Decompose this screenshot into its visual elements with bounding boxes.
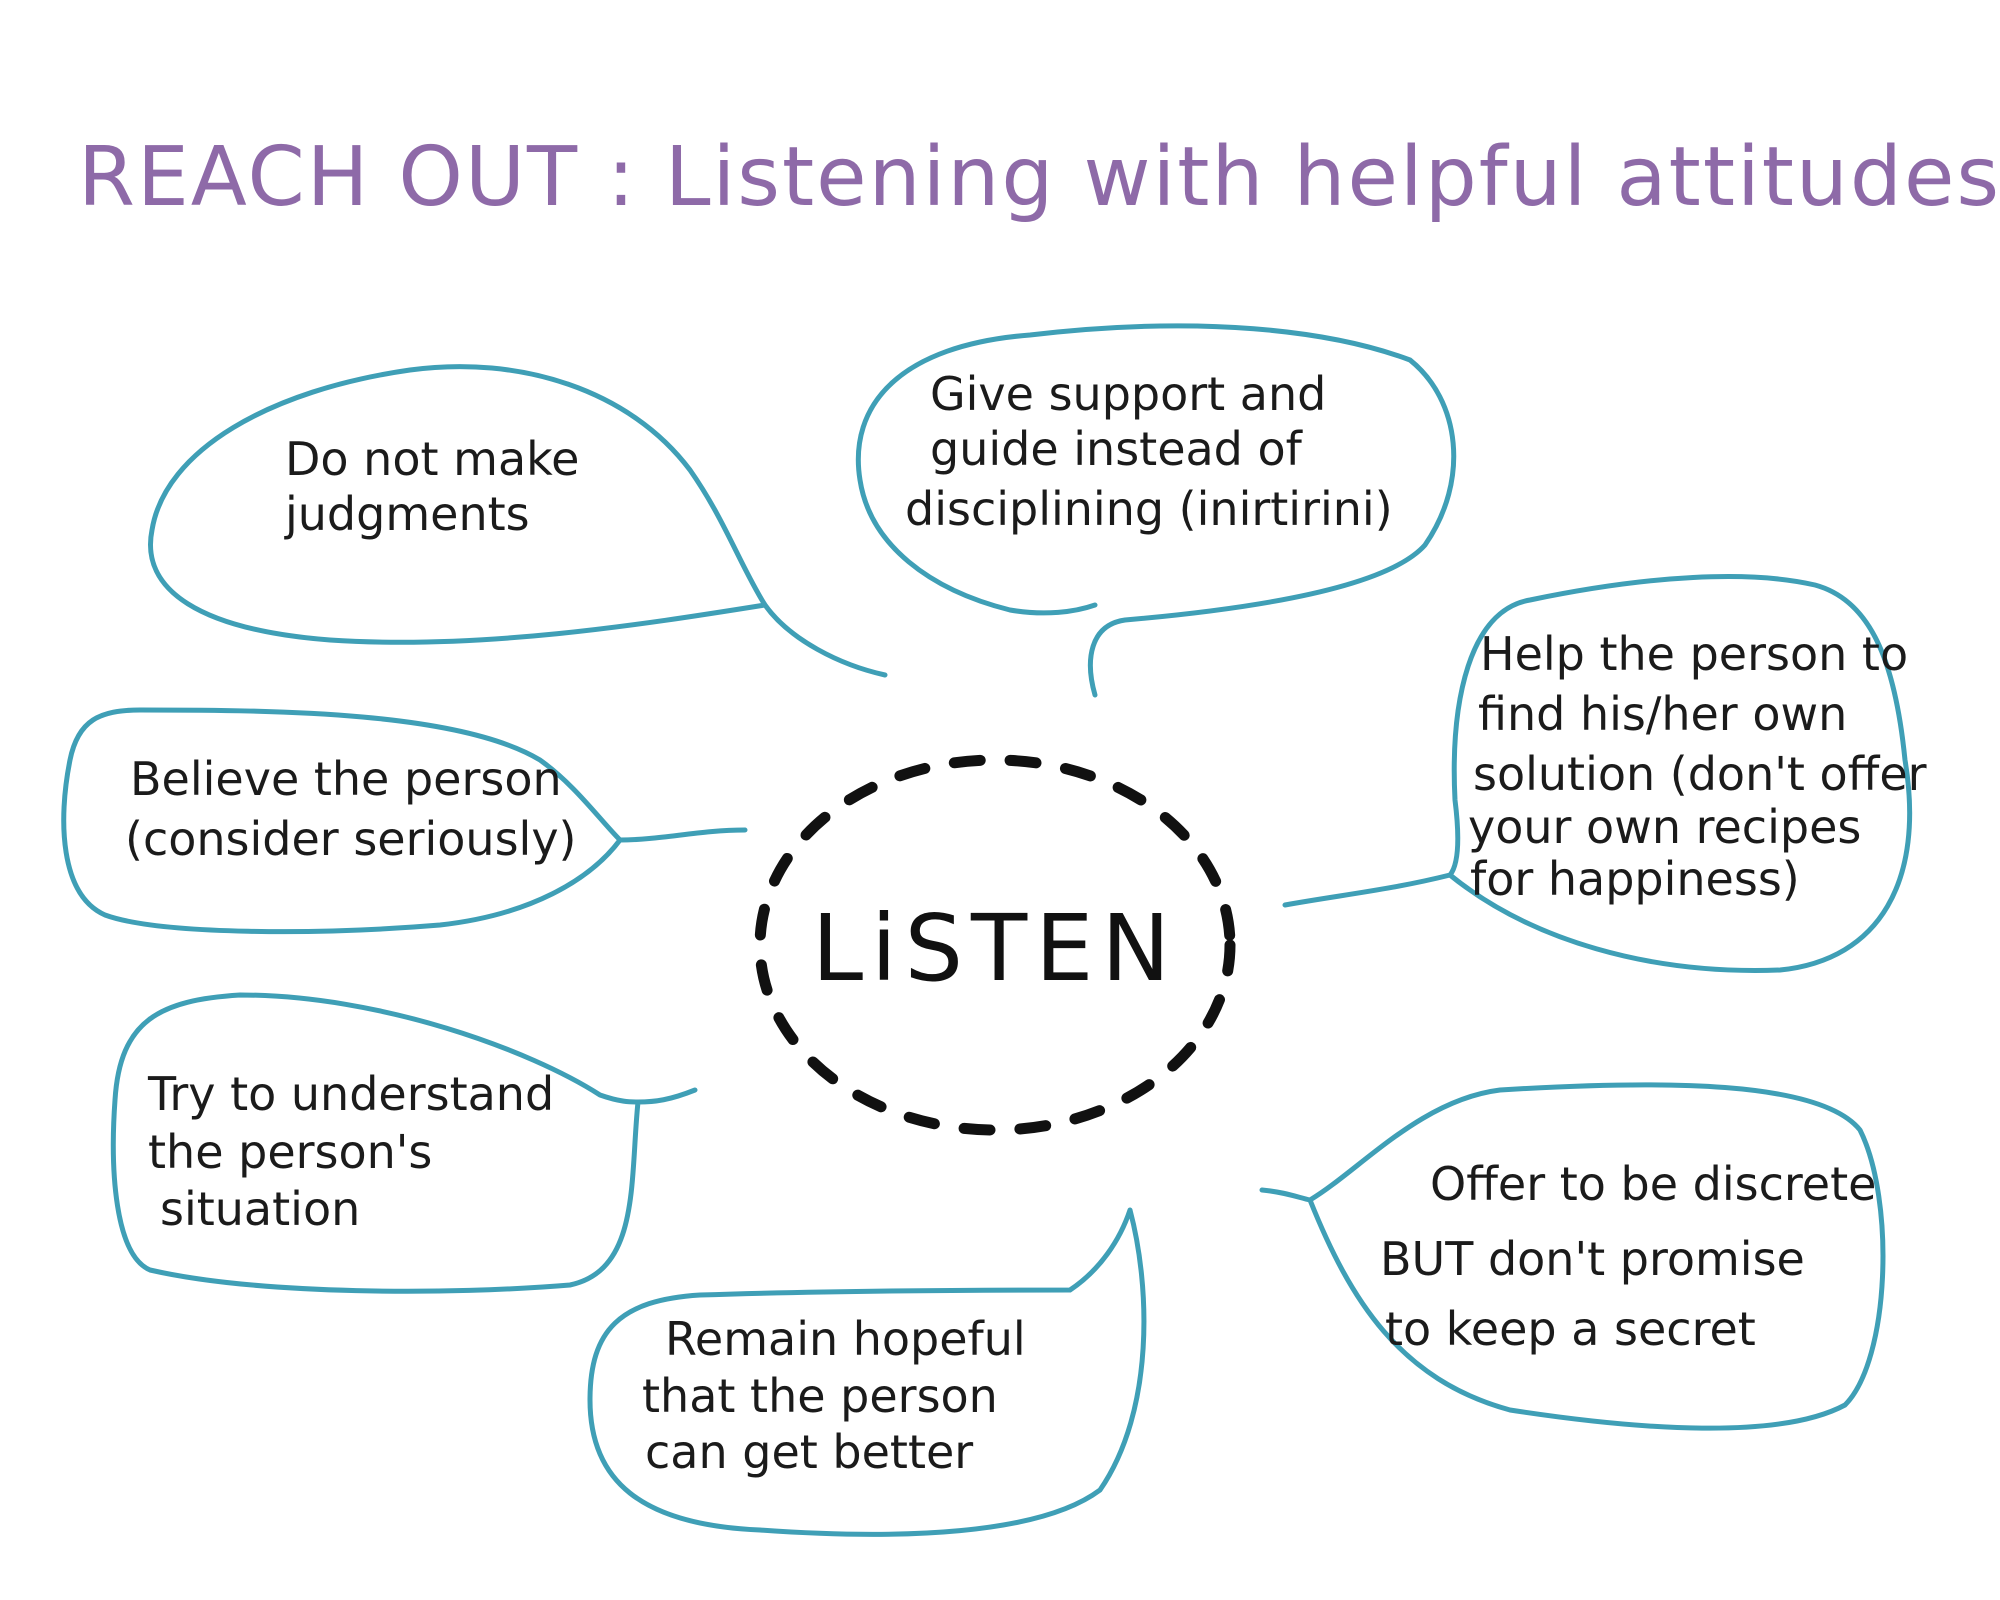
- bubble-judgments-outline: [148, 364, 888, 678]
- hopeful-line-3: can get better: [645, 1425, 973, 1479]
- understand-line-1: Try to understand: [147, 1067, 554, 1121]
- diagram-title: REACH OUT : Listening with helpful attit…: [78, 130, 2000, 225]
- center-label: LiSTEN: [812, 895, 1178, 1002]
- discrete-line-3: to keep a secret: [1385, 1302, 1756, 1356]
- solution-line-2: find his/her own: [1478, 687, 1847, 741]
- bubble-discrete-outline: [1259, 1082, 1886, 1431]
- bubble-hopeful-outline: [587, 1207, 1147, 1537]
- believe-line-1: Believe the person: [130, 752, 562, 806]
- solution-line-3: solution (don't offer: [1473, 747, 1927, 801]
- discrete-line-2: BUT don't promise: [1380, 1232, 1805, 1286]
- bubble-text-believe: Believe the person (consider seriously): [125, 752, 577, 866]
- understand-line-3: situation: [160, 1182, 360, 1236]
- solution-line-1: Help the person to: [1480, 627, 1908, 681]
- support-line-3: disciplining (inirtirini): [905, 482, 1393, 536]
- bubble-text-support: Give support and guide instead of discip…: [905, 367, 1393, 536]
- solution-line-4: your own recipes: [1468, 800, 1861, 854]
- judgments-line-2: judgments: [284, 487, 530, 541]
- support-line-1: Give support and: [930, 367, 1326, 421]
- bubble-text-judgments: Do not make judgments: [284, 432, 594, 541]
- bubble-text-solution: Help the person to find his/her own solu…: [1468, 627, 1941, 906]
- bubble-believe-outline: [61, 707, 748, 935]
- understand-line-2: the person's: [148, 1125, 432, 1179]
- bubble-support-outline: [855, 323, 1457, 698]
- hopeful-line-2: that the person: [642, 1369, 998, 1423]
- believe-line-2: (consider seriously): [125, 812, 577, 866]
- bubble-text-discrete: Offer to be discrete BUT don't promise t…: [1380, 1157, 1891, 1356]
- center-dashed-ellipse: [754, 754, 1236, 1136]
- solution-line-5: for happiness): [1470, 852, 1800, 906]
- judgments-line-1: Do not make: [285, 432, 579, 486]
- bubble-text-hopeful: Remain hopeful that the person can get b…: [642, 1312, 1040, 1479]
- hopeful-line-1: Remain hopeful: [665, 1312, 1026, 1366]
- bubble-solution-outline: [1282, 574, 1913, 973]
- support-line-2: guide instead of: [930, 422, 1304, 476]
- bubble-text-understand: Try to understand the person's situation: [147, 1067, 569, 1236]
- discrete-line-1: Offer to be discrete: [1430, 1157, 1876, 1211]
- bubble-understand-outline: [110, 992, 698, 1294]
